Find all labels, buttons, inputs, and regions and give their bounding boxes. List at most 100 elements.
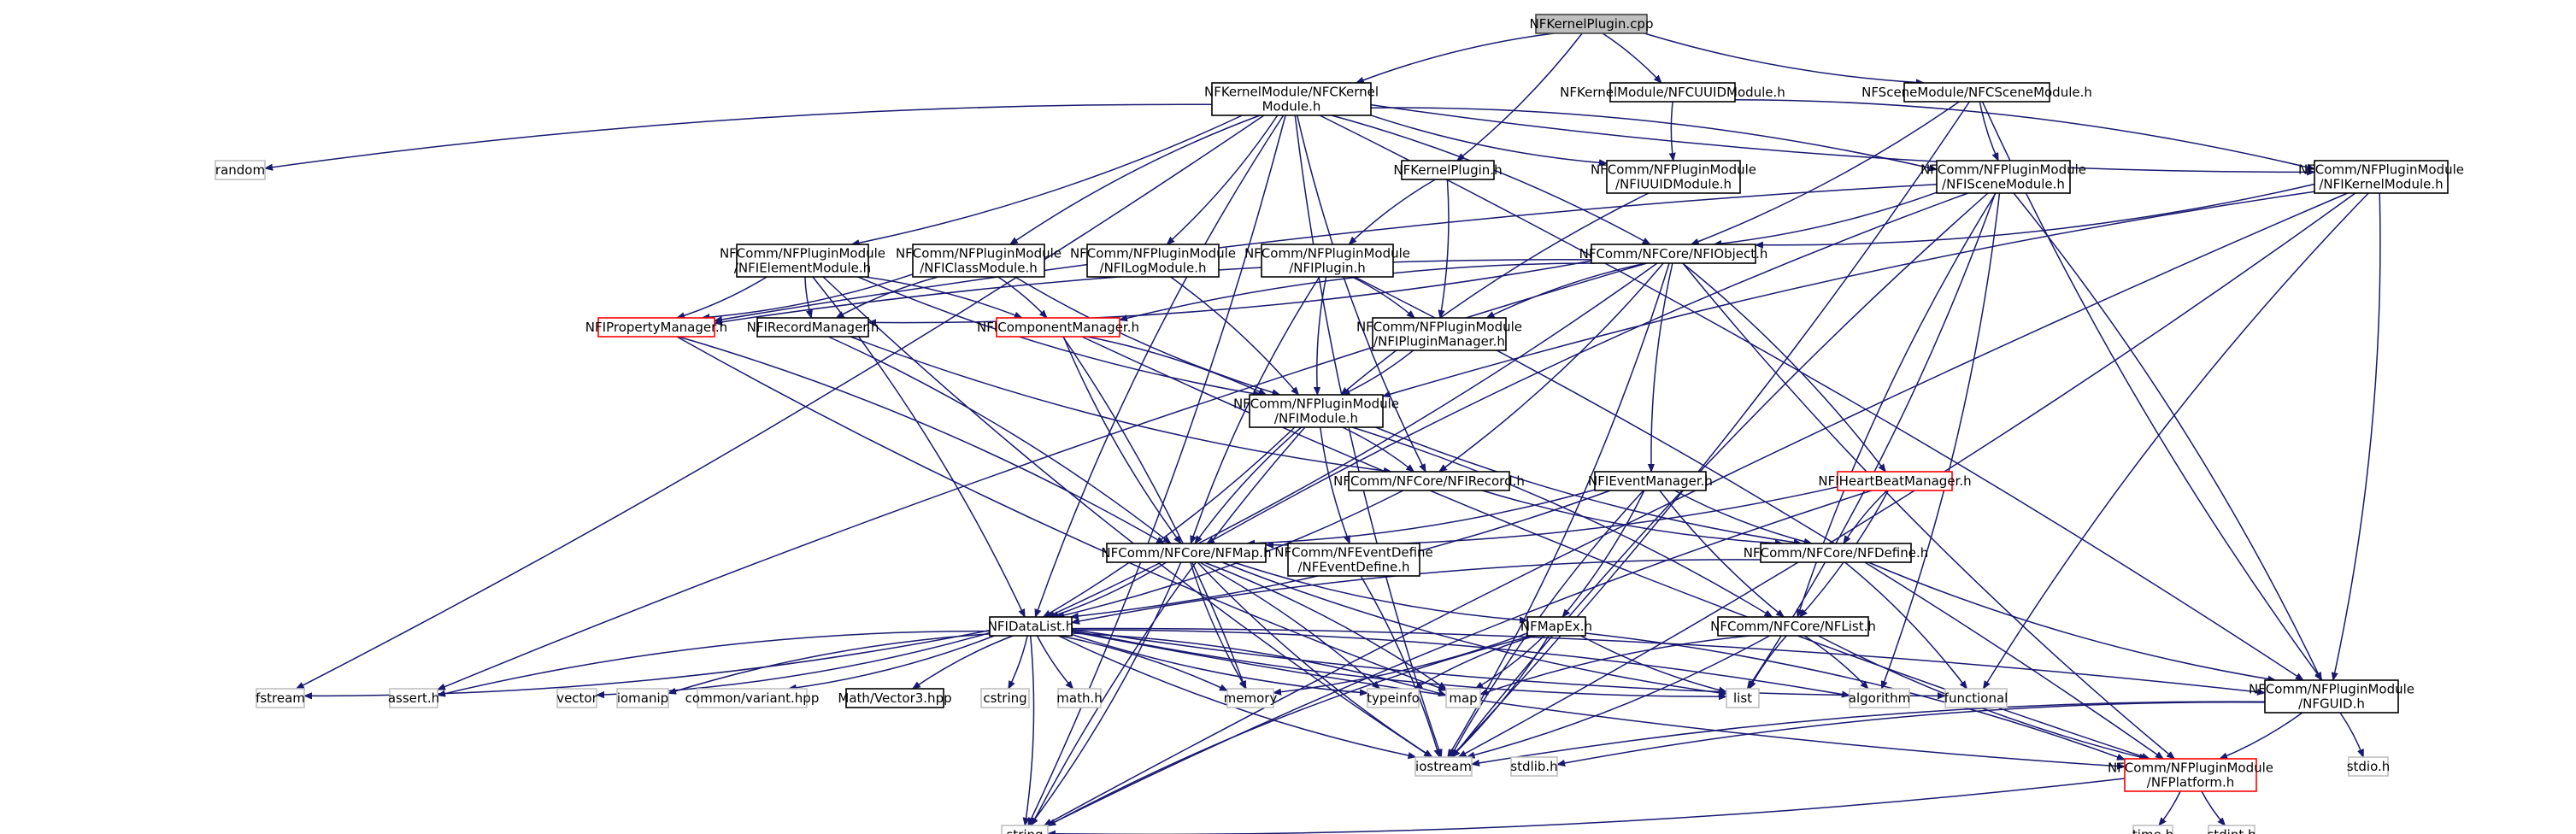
- node-label: assert.h: [388, 690, 439, 706]
- node-nfikernel[interactable]: NFComm/NFPluginModule/NFIKernelModule.h: [2298, 160, 2464, 194]
- node-iostream[interactable]: iostream: [1414, 756, 1473, 777]
- node-cstring[interactable]: cstring: [980, 688, 1030, 708]
- node-nfcscene[interactable]: NFSceneModule/NFCSceneModule.h: [1861, 82, 2092, 103]
- edge-nfmap-to-nfmapex: [1233, 561, 1527, 620]
- node-label: NFComm/NFPluginModule: [720, 246, 885, 261]
- node-box: [1367, 688, 1420, 708]
- edge-root-to-nfcuuid: [1602, 32, 1661, 83]
- node-box: [2264, 679, 2399, 714]
- node-label: NFIComponentManager.h: [977, 320, 1139, 335]
- node-box: [996, 317, 1120, 338]
- node-label: /NFIClassModule.h: [920, 261, 1038, 276]
- node-box: [215, 160, 266, 180]
- node-stdio[interactable]: stdio.h: [2347, 756, 2391, 777]
- node-box: [1837, 471, 1953, 491]
- node-root[interactable]: NFKernelPlugin.cpp: [1530, 14, 1654, 34]
- node-nficomponent[interactable]: NFIComponentManager.h: [977, 317, 1139, 338]
- node-functional[interactable]: functional: [1944, 688, 2008, 708]
- node-memory[interactable]: memory: [1224, 688, 1278, 708]
- node-nfmapex[interactable]: NFMapEx.h: [1520, 616, 1592, 637]
- node-stdint[interactable]: stdint.h: [2207, 825, 2256, 834]
- node-nfilog[interactable]: NFComm/NFPluginModule/NFILogModule.h: [1070, 244, 1236, 278]
- edge-nfmap-to-string: [1030, 561, 1182, 825]
- node-box: [2208, 825, 2255, 834]
- node-box: [1249, 394, 1384, 428]
- edge-nfiscene-to-list: [1748, 192, 1997, 689]
- edge-nfirecordmgr-to-nfmap: [827, 336, 1171, 543]
- node-nfiheartbeat[interactable]: NFIHeartBeatManager.h: [1818, 471, 1972, 491]
- node-nfdefine[interactable]: NFComm/NFCore/NFDefine.h: [1744, 543, 1928, 563]
- node-label: NFIPropertyManager.h: [585, 320, 727, 335]
- node-nfcuuid[interactable]: NFKernelModule/NFCUUIDModule.h: [1560, 82, 1785, 103]
- node-label: functional: [1944, 690, 2008, 706]
- edge-nfckernel-to-nfikernel: [1370, 103, 2314, 173]
- node-label: random: [215, 162, 265, 178]
- edge-nficomponent-to-nfmap: [1062, 336, 1181, 543]
- edge-nflist-to-algorithm: [1803, 635, 1868, 689]
- node-label: math.h: [1056, 690, 1102, 706]
- node-nfimodule[interactable]: NFComm/NFPluginModule/NFIModule.h: [1233, 394, 1399, 428]
- edge-nfmap-to-typeinfo: [1199, 561, 1380, 689]
- edge-nfimodule-to-nflist: [1351, 426, 1773, 618]
- node-algorithm[interactable]: algorithm: [1849, 688, 1910, 708]
- node-box: [736, 244, 869, 278]
- node-nfiobject[interactable]: NFComm/NFCore/NFIObject.h: [1579, 244, 1768, 264]
- node-fstream[interactable]: fstream: [256, 688, 305, 708]
- node-nfiplugin[interactable]: NFComm/NFPluginModule/NFIPlugin.h: [1244, 244, 1410, 278]
- node-box: [697, 688, 808, 708]
- node-mathh[interactable]: math.h: [1056, 688, 1103, 708]
- node-variant[interactable]: common/variant.hpp: [685, 688, 820, 708]
- node-string[interactable]: string: [1001, 825, 1049, 834]
- node-label: /NFIUUIDModule.h: [1615, 177, 1732, 192]
- node-typeinfo[interactable]: typeinfo: [1367, 688, 1420, 708]
- node-nfirecordmgr[interactable]: NFIRecordManager.h: [747, 317, 879, 338]
- edge-nfikernel-to-functional: [1982, 192, 2369, 689]
- node-label: NFKernelPlugin.h: [1393, 162, 1502, 178]
- node-label: /NFIKernelModule.h: [2319, 177, 2443, 192]
- edge-nflist-to-list: [1749, 635, 1787, 689]
- node-box: [1211, 82, 1372, 116]
- node-label: cstring: [983, 690, 1026, 706]
- node-nfielement[interactable]: NFComm/NFPluginModule/NFIElementModule.h: [720, 244, 885, 278]
- node-nfiuuid[interactable]: NFComm/NFPluginModule/NFIUUIDModule.h: [1591, 160, 1756, 194]
- node-timeh[interactable]: time.h: [2132, 825, 2173, 834]
- edge-nfmap-to-map: [1203, 561, 1446, 690]
- node-vector[interactable]: vector: [556, 688, 598, 708]
- node-list[interactable]: list: [1726, 688, 1760, 708]
- node-label: Math/Vector3.hpp: [838, 690, 951, 706]
- node-nfplatform[interactable]: NFComm/NFPluginModule/NFPlatform.h: [2108, 758, 2273, 792]
- node-nfguid[interactable]: NFComm/NFPluginModule/NFGUID.h: [2249, 679, 2414, 714]
- edge-nfckernel-to-nfielement: [852, 115, 1243, 244]
- node-box: [1717, 616, 1869, 637]
- node-nfirecord[interactable]: NFComm/NFCore/NFIRecord.h: [1333, 471, 1525, 491]
- edge-nfidatalist-to-asserth: [438, 630, 991, 696]
- node-label: Module.h: [1262, 99, 1321, 115]
- node-stdlib[interactable]: stdlib.h: [1510, 756, 1558, 777]
- node-nficlass[interactable]: NFComm/NFPluginModule/NFIClassModule.h: [896, 244, 1062, 278]
- node-nfeventdefine[interactable]: NFComm/NFEventDefine/NFEventDefine.h: [1274, 543, 1433, 577]
- node-vector3[interactable]: Math/Vector3.hpp: [838, 688, 952, 708]
- node-nfievent[interactable]: NFIEventManager.h: [1588, 471, 1713, 491]
- edge-nfiheartbeat-to-string: [1048, 490, 1873, 826]
- node-asserth[interactable]: assert.h: [388, 688, 439, 708]
- edge-nfiproperty-to-map: [676, 336, 1446, 690]
- edge-nfidatalist-to-memory: [1059, 635, 1227, 691]
- node-nfkernelplugin[interactable]: NFKernelPlugin.h: [1393, 160, 1503, 180]
- node-nfmap[interactable]: NFComm/NFCore/NFMap.h: [1101, 543, 1272, 563]
- edge-nfimodule-to-nfmap: [1195, 426, 1303, 543]
- node-label: typeinfo: [1367, 690, 1420, 706]
- node-nfidatalist[interactable]: NFIDataList.h: [988, 616, 1074, 637]
- node-nfiproperty[interactable]: NFIPropertyManager.h: [585, 317, 727, 338]
- node-nflist[interactable]: NFComm/NFCore/NFList.h: [1710, 616, 1876, 637]
- node-label: /NFIPlugin.h: [1289, 261, 1366, 276]
- node-iomanip[interactable]: iomanip: [616, 688, 669, 708]
- node-nfiscene[interactable]: NFComm/NFPluginModule/NFISceneModule.h: [1920, 160, 2086, 194]
- node-label: NFComm/NFCore/NFIRecord.h: [1333, 473, 1525, 489]
- node-label: stdlib.h: [1510, 759, 1557, 774]
- node-random[interactable]: random: [215, 160, 266, 180]
- edge-root-to-nfkernelplugin: [1457, 32, 1583, 161]
- node-nfipluginmgr[interactable]: NFComm/NFPluginModule/NFIPluginManager.h: [1356, 317, 1522, 351]
- node-map[interactable]: map: [1445, 688, 1481, 708]
- edge-nfidatalist-to-cstring: [1008, 635, 1028, 689]
